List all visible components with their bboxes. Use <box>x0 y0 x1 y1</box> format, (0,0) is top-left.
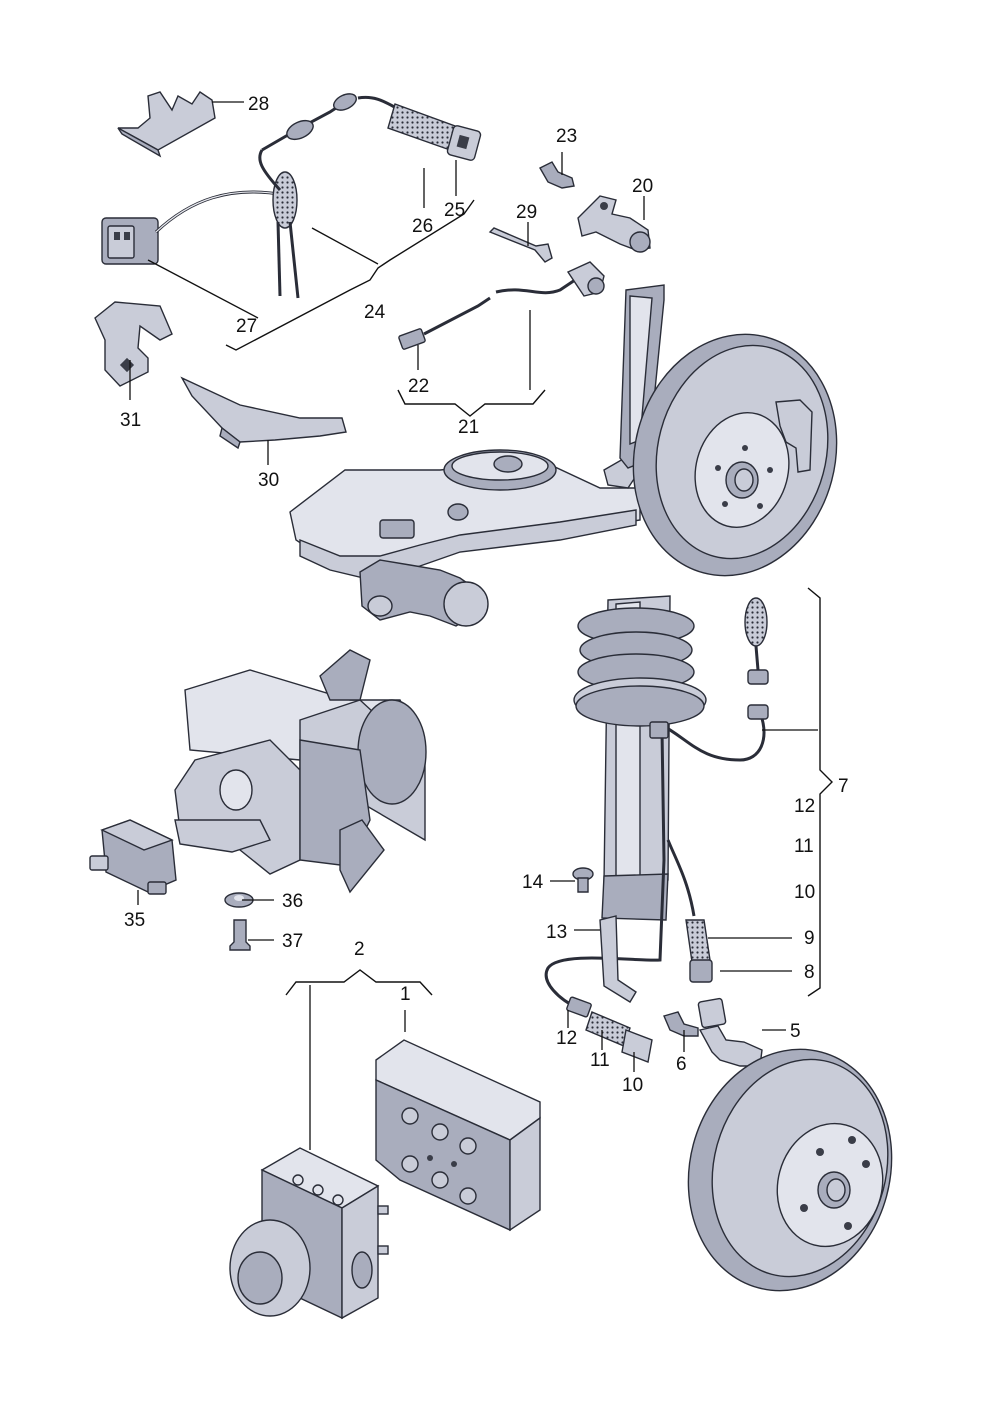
label-28: 28 <box>248 94 269 115</box>
bracket-28 <box>117 91 216 158</box>
label-37: 37 <box>282 931 303 952</box>
label-20: 20 <box>632 176 653 197</box>
label-29: 29 <box>516 202 537 223</box>
sensor-cable-21 <box>398 261 605 350</box>
label-10-bottom: 10 <box>622 1075 643 1096</box>
subframe-bracket <box>174 649 427 894</box>
label-5: 5 <box>790 1021 801 1042</box>
sensor-35 <box>89 819 177 895</box>
bolt-37 <box>229 919 251 951</box>
label-13: 13 <box>546 922 567 943</box>
sensor-20 <box>577 195 651 253</box>
sensor-cable-7 <box>544 597 769 1010</box>
bolt-23 <box>539 161 575 189</box>
bracket-31 <box>94 301 173 387</box>
front-strut <box>573 595 707 921</box>
clip-29 <box>488 227 553 263</box>
label-23: 23 <box>556 126 577 147</box>
part-labels: 28 23 20 29 26 25 24 27 22 21 31 30 7 12… <box>120 94 849 1096</box>
control-unit-1 <box>375 1039 541 1232</box>
label-10-right: 10 <box>794 882 815 903</box>
label-25: 25 <box>444 200 465 221</box>
label-8: 8 <box>804 962 815 983</box>
label-24: 24 <box>364 302 386 323</box>
leader-lines <box>129 101 818 1150</box>
bolt-6 <box>663 1011 699 1037</box>
label-11-right: 11 <box>794 836 814 857</box>
sensor-cable-10-11-12 <box>566 996 653 1063</box>
label-36: 36 <box>282 891 303 912</box>
label-30: 30 <box>258 470 279 491</box>
label-27: 27 <box>236 316 257 337</box>
label-12-right: 12 <box>794 796 815 817</box>
label-6: 6 <box>676 1054 687 1075</box>
wiring-harness-27 <box>101 149 300 299</box>
braces <box>225 199 833 997</box>
label-1: 1 <box>400 984 411 1005</box>
label-31: 31 <box>120 410 141 431</box>
label-26: 26 <box>412 216 433 237</box>
hydraulic-unit-2 <box>229 1147 389 1320</box>
brake-disc-rear <box>632 333 838 577</box>
speed-sensor-cable-25-26 <box>261 93 482 161</box>
label-22: 22 <box>408 376 429 397</box>
bracket-13 <box>599 915 637 1003</box>
label-12-bottom: 12 <box>556 1028 577 1049</box>
label-11-bottom: 11 <box>590 1050 610 1071</box>
bolt-14 <box>572 867 594 893</box>
label-35: 35 <box>124 910 145 931</box>
rear-axle-assembly <box>289 284 665 627</box>
label-7: 7 <box>838 776 849 797</box>
label-9: 9 <box>804 928 815 949</box>
label-21: 21 <box>458 417 479 438</box>
label-14: 14 <box>522 872 544 893</box>
sensor-5 <box>697 997 763 1067</box>
brake-disc-front <box>687 1048 893 1292</box>
label-2: 2 <box>354 939 365 960</box>
bracket-30 <box>180 376 347 450</box>
